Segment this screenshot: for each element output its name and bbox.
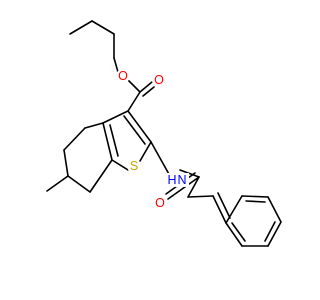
ester-carbonyl-oxygen-atom: O — [152, 73, 166, 87]
bond-phenyl-4 — [267, 221, 282, 247]
bond-propyl-to-ester-o — [113, 57, 119, 73]
bond-c2-to-nh — [150, 141, 171, 177]
bond-alkene-double-b — [217, 192, 231, 219]
bond-alkene-1 — [187, 195, 214, 198]
bond-methyl — [46, 175, 69, 192]
bond-thiophene-c7a-c3a-b — [109, 124, 119, 157]
bond-thiophene-c3-c2-b — [123, 115, 146, 145]
bond-propyl-1 — [69, 20, 93, 35]
bond-phenyl-2 — [241, 195, 269, 198]
bond-cyclohex-2 — [63, 127, 86, 151]
bond-nh-to-carbonyl-c — [179, 169, 200, 178]
bond-amide-carbonyl-double-a — [167, 176, 200, 200]
bond-thiophene-s-c7a — [111, 159, 129, 171]
atom-labels: O O S H N O — [116, 69, 189, 210]
ester-oxygen-atom: O — [116, 69, 130, 83]
bond-cyclohex-1 — [84, 122, 104, 129]
amide-carbonyl-oxygen-label: O — [155, 196, 165, 210]
amide-nitrogen-label: N — [177, 173, 186, 187]
thiophene-sulfur-label: S — [130, 159, 138, 173]
bond-thiophene-c2-s — [139, 141, 152, 162]
molecule-structure-diagram: O O S H N O — [46, 20, 282, 247]
bond-cyclohex-4 — [67, 175, 91, 193]
bond-carbonyl-double-a — [139, 81, 153, 93]
amide-hydrogen-label: H — [167, 173, 176, 187]
bond-ester-o-to-carbonyl-c — [127, 79, 141, 93]
bond-propyl-2 — [91, 20, 115, 35]
bond-phenyl-inner-3 — [231, 222, 246, 242]
bond-cyclohex-5 — [89, 159, 113, 193]
bond-thiophene-c7a-c3a-a — [102, 122, 113, 161]
bond-carbonyl-c-to-ring — [127, 91, 141, 112]
amide-nitrogen-atom: H N — [167, 173, 189, 187]
bond-phenyl-3 — [267, 196, 282, 223]
bond-phenyl-inner-1 — [245, 200, 266, 203]
bond-carbonyl-double-b — [142, 86, 155, 97]
amide-carbonyl-oxygen-atom: O — [153, 196, 167, 210]
bond-thiophene-c3-c2-a — [127, 110, 152, 143]
thiophene-sulfur-atom: S — [127, 159, 141, 173]
bond-thiophene-c3a-c3 — [102, 110, 129, 124]
bond-phenyl-6 — [225, 222, 243, 247]
bond-phenyl-inner-2 — [264, 221, 276, 242]
bond-cyclohex-3 — [63, 149, 69, 177]
bond-phenyl-1 — [225, 195, 243, 224]
bond-amide-c-to-alkene — [187, 176, 200, 198]
ester-oxygen-label: O — [118, 69, 128, 83]
bond-alkene-double-a — [212, 195, 227, 224]
ester-carbonyl-oxygen-label: O — [154, 73, 164, 87]
bonds — [46, 20, 282, 247]
